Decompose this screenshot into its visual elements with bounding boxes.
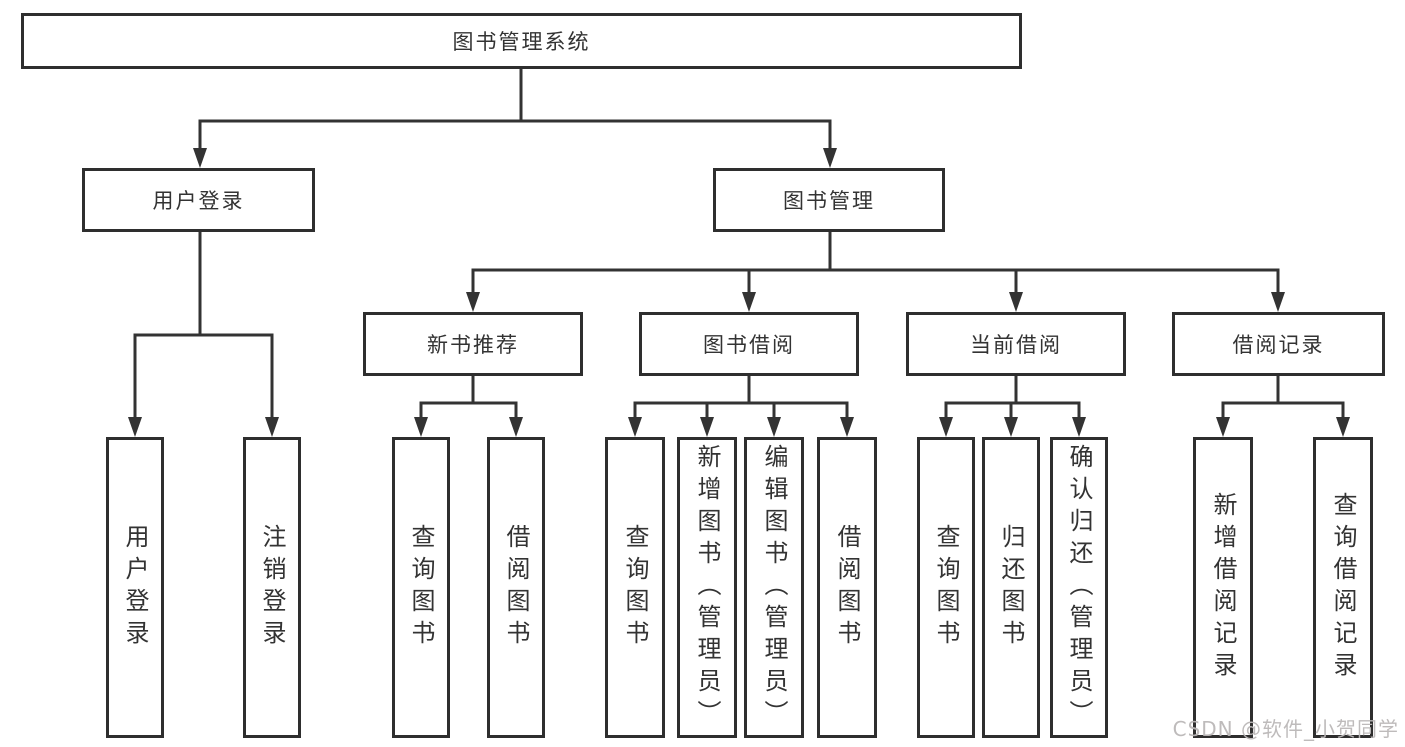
leaf-recommend-borrow-book-label: 借阅图书 bbox=[502, 523, 530, 652]
node-current-borrow: 当前借阅 bbox=[906, 312, 1126, 376]
leaf-recommend-query-book: 查询图书 bbox=[392, 437, 450, 738]
leaf-record-query-label: 查询借阅记录 bbox=[1329, 491, 1357, 684]
leaf-record-query: 查询借阅记录 bbox=[1313, 437, 1373, 738]
node-user-login: 用户登录 bbox=[82, 168, 315, 232]
leaf-record-add-label: 新增借阅记录 bbox=[1209, 491, 1237, 684]
leaf-record-add: 新增借阅记录 bbox=[1193, 437, 1253, 738]
leaf-recommend-query-book-label: 查询图书 bbox=[407, 523, 435, 652]
leaf-user-login-label: 用户登录 bbox=[121, 523, 149, 652]
leaf-borrow-add-book: 新增图书（管理员） bbox=[677, 437, 737, 738]
leaf-logout-label: 注销登录 bbox=[258, 523, 286, 652]
leaf-current-confirm-return-label: 确认归还（管理员） bbox=[1065, 443, 1093, 732]
leaf-borrow-edit-book-label: 编辑图书（管理员） bbox=[760, 443, 788, 732]
node-book-management: 图书管理 bbox=[713, 168, 945, 232]
leaf-borrow-borrow-book-label: 借阅图书 bbox=[833, 523, 861, 652]
leaf-borrow-add-book-label: 新增图书（管理员） bbox=[693, 443, 721, 732]
leaf-borrow-borrow-book: 借阅图书 bbox=[817, 437, 877, 738]
watermark: CSDN @软件_小贺同学 bbox=[1172, 717, 1399, 741]
leaf-borrow-query-book-label: 查询图书 bbox=[621, 523, 649, 652]
node-new-book-recommend: 新书推荐 bbox=[363, 312, 583, 376]
leaf-current-query-book: 查询图书 bbox=[917, 437, 975, 738]
node-borrow-record: 借阅记录 bbox=[1172, 312, 1385, 376]
leaf-borrow-query-book: 查询图书 bbox=[605, 437, 665, 738]
node-book-borrow: 图书借阅 bbox=[639, 312, 859, 376]
leaf-borrow-edit-book: 编辑图书（管理员） bbox=[744, 437, 804, 738]
leaf-recommend-borrow-book: 借阅图书 bbox=[487, 437, 545, 738]
node-library-system: 图书管理系统 bbox=[21, 13, 1022, 69]
leaf-current-confirm-return: 确认归还（管理员） bbox=[1050, 437, 1108, 738]
leaf-user-login: 用户登录 bbox=[106, 437, 164, 738]
leaf-current-return-book: 归还图书 bbox=[982, 437, 1040, 738]
leaf-current-return-book-label: 归还图书 bbox=[997, 523, 1025, 652]
leaf-current-query-book-label: 查询图书 bbox=[932, 523, 960, 652]
leaf-logout: 注销登录 bbox=[243, 437, 301, 738]
